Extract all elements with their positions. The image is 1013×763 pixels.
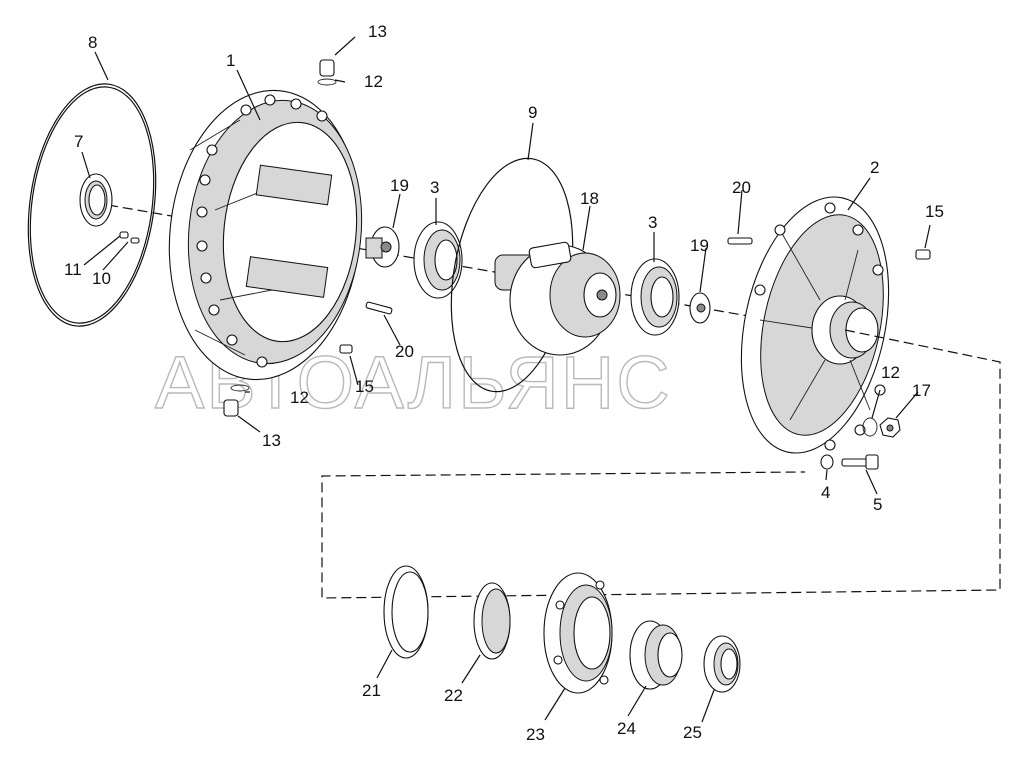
callout-4: 4: [821, 483, 830, 502]
part-5-bolt: [841, 454, 879, 470]
callout-25: 25: [683, 723, 702, 742]
callout-3: 3: [430, 178, 439, 197]
part-20-pin-left: [365, 301, 393, 315]
part-24-bearing: [629, 620, 683, 690]
callout-20: 20: [732, 178, 751, 197]
callout-20: 20: [395, 342, 414, 361]
callout-13: 13: [368, 22, 387, 41]
callout-11: 11: [64, 260, 82, 279]
part-8-large-gasket: [27, 83, 157, 327]
callout-13: 13: [262, 431, 281, 450]
part-20-pin-right: [727, 237, 753, 245]
part-18-rotor: [494, 241, 621, 356]
part-13-12-top-plug: [317, 59, 337, 86]
part-1-housing: [168, 89, 363, 381]
part-13-12-bottom-plug: [223, 384, 250, 417]
part-25-nut: [703, 635, 741, 693]
callout-22: 22: [444, 686, 463, 705]
part-19-flange-right: [689, 292, 711, 324]
part-3-bearing-right: [630, 258, 680, 336]
callout-18: 18: [580, 189, 599, 208]
callout-19: 19: [390, 176, 409, 195]
part-15-bolt-left: [339, 344, 353, 354]
callout-21: 21: [362, 681, 381, 700]
callout-19: 19: [690, 236, 709, 255]
part-7-seal: [79, 173, 113, 227]
callout-8: 8: [88, 33, 97, 52]
callout-12: 12: [881, 363, 900, 382]
part-22-seal-ring: [473, 582, 511, 660]
part-3-bearing-left: [413, 221, 463, 299]
part-2-cover: [740, 196, 890, 454]
leader-lines: [81, 36, 931, 723]
part-17-nut: [879, 417, 901, 438]
detail-callout-frame: [321, 329, 1001, 599]
callout-17: 17: [912, 381, 931, 400]
callout-5: 5: [873, 495, 882, 514]
part-23-flange-housing: [543, 572, 613, 694]
callout-15: 15: [925, 202, 944, 221]
callout-12: 12: [364, 72, 383, 91]
part-15-bolt-right: [915, 249, 931, 260]
callout-2: 2: [870, 158, 879, 177]
part-10-11-fasteners: [119, 231, 140, 244]
callout-9: 9: [528, 103, 537, 122]
callout-15: 15: [355, 377, 374, 396]
callout-7: 7: [74, 132, 83, 151]
callout-10: 10: [92, 269, 111, 288]
part-4-washer: [820, 454, 834, 470]
callout-1: 1: [226, 51, 235, 70]
callout-12: 12: [290, 388, 309, 407]
callout-24: 24: [617, 719, 636, 738]
part-12-ring-right: [862, 417, 878, 437]
callout-23: 23: [526, 725, 545, 744]
part-19-flange-left: [365, 226, 400, 268]
callout-3: 3: [648, 213, 657, 232]
part-21-ring: [383, 565, 429, 659]
callout-labels: 1 2 3 3 4 5 7 8 9 10 11 12 12 12 13 13 1…: [64, 22, 944, 744]
